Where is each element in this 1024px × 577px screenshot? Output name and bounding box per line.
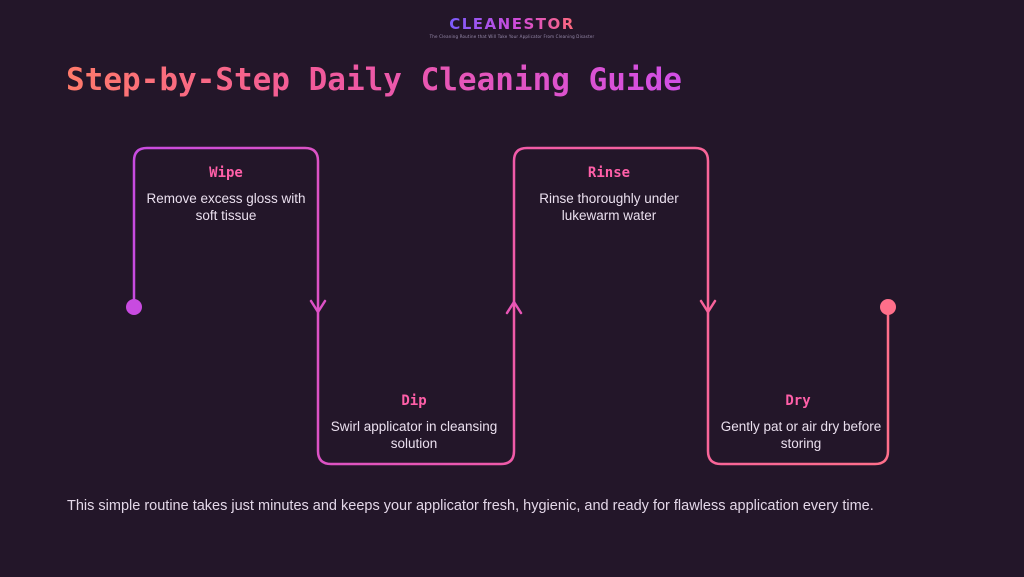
step-dip-title: Dip bbox=[401, 393, 427, 409]
step-wipe-description: Remove excess gloss with soft tissue bbox=[146, 191, 306, 223]
step-rinse-description: Rinse thoroughly under lukewarm water bbox=[539, 191, 679, 223]
brand-logo: CLEANESTOR The Cleaning Routine that Wil… bbox=[0, 14, 1024, 39]
end-dot-icon bbox=[880, 299, 896, 315]
page-title: Step-by-Step Daily Cleaning Guide bbox=[66, 62, 682, 98]
arrow-down-icon bbox=[309, 299, 327, 314]
arrow-down-icon bbox=[699, 299, 717, 314]
start-dot-icon bbox=[126, 299, 142, 315]
flow-path bbox=[132, 146, 890, 466]
step-dip-description: Swirl applicator in cleansing solution bbox=[330, 419, 498, 451]
step-dry-title: Dry bbox=[785, 393, 811, 409]
footer-note: This simple routine takes just minutes a… bbox=[67, 498, 874, 514]
arrow-up-icon bbox=[505, 300, 523, 315]
brand-tagline: The Cleaning Routine that Will Take Your… bbox=[429, 34, 595, 39]
step-wipe-title: Wipe bbox=[209, 165, 243, 181]
brand-wordmark: CLEANESTOR bbox=[449, 15, 575, 33]
step-rinse-title: Rinse bbox=[587, 165, 631, 181]
step-dry-description: Gently pat or air dry before storing bbox=[720, 419, 882, 451]
